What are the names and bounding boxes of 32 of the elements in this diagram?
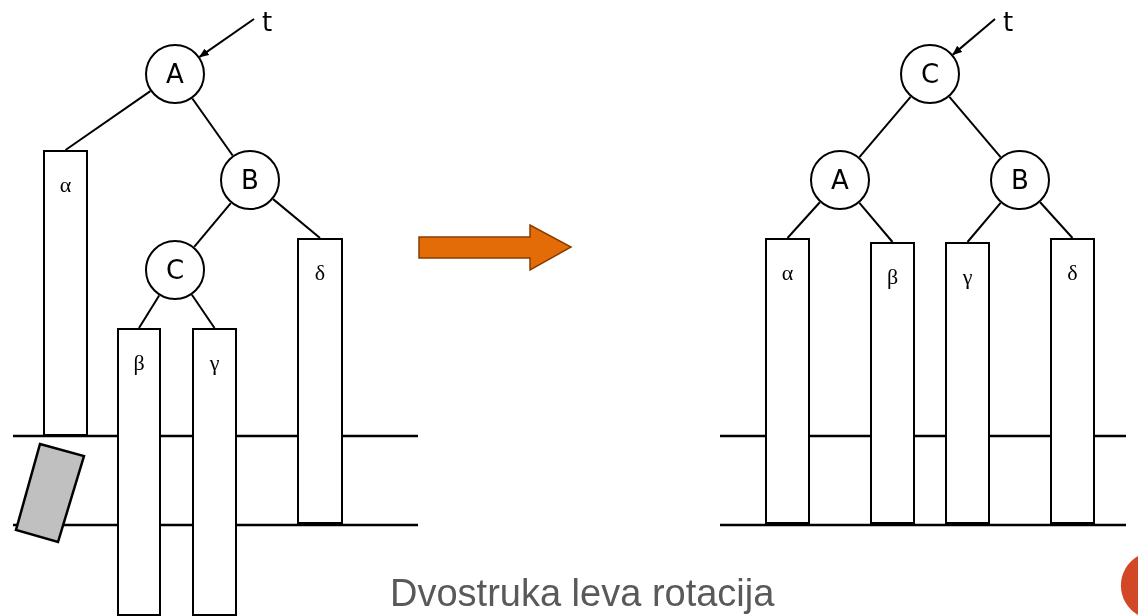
arrow	[198, 18, 255, 58]
tree-edge	[858, 201, 894, 243]
tree-node: C	[145, 240, 205, 300]
tree-edge	[191, 97, 234, 157]
subtree-bar: α	[765, 238, 810, 524]
subtree-bar: γ	[192, 328, 237, 616]
subtree-bar: γ	[945, 242, 990, 524]
tree-edge	[966, 201, 1002, 243]
subtree-bar: α	[43, 150, 88, 436]
tree-node: B	[220, 150, 280, 210]
tree-edge	[64, 90, 152, 151]
pointer-label: t	[262, 5, 284, 39]
tree-edge	[948, 95, 1002, 159]
tree-node: A	[810, 150, 870, 210]
slide-title: Dvostruka leva rotacija	[390, 571, 775, 616]
tree-edge	[190, 293, 216, 329]
arrow	[951, 18, 996, 56]
tree-edge	[138, 294, 161, 329]
tree-node: A	[145, 44, 205, 104]
tree-edge	[272, 198, 321, 239]
tree-node: B	[990, 150, 1050, 210]
subtree-bar: δ	[297, 238, 343, 524]
subtree-bar: β	[870, 242, 915, 524]
tree-node: C	[900, 44, 960, 104]
tree-edge	[193, 202, 232, 248]
subtree-bar: β	[117, 328, 161, 616]
tree-edge	[858, 95, 912, 159]
tree-edge	[786, 201, 821, 239]
subtree-bar: δ	[1050, 238, 1095, 524]
tilted-block	[14, 442, 86, 544]
tree-edge	[1039, 201, 1074, 239]
pointer-label: t	[1003, 5, 1025, 39]
